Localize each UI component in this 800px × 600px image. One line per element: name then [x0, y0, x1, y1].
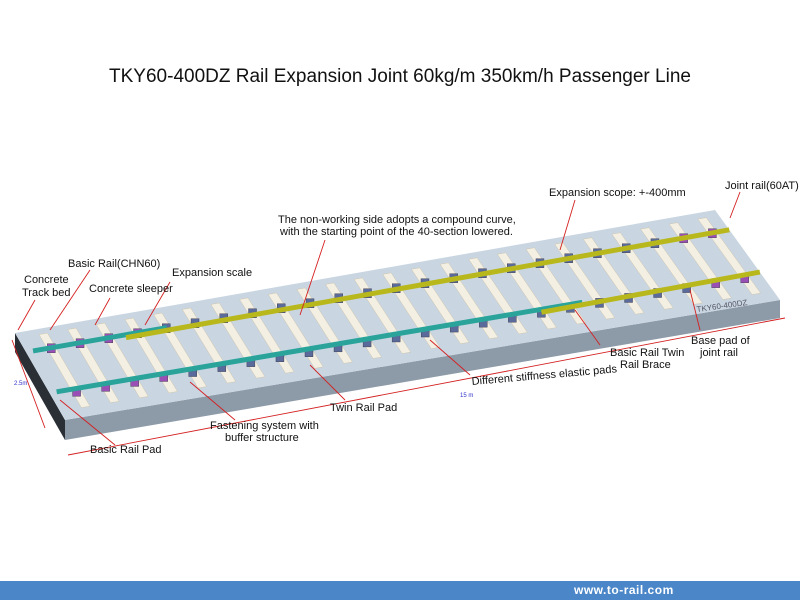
leader-line	[144, 281, 171, 326]
leader-line	[729, 191, 741, 219]
slab-side-face	[15, 333, 65, 440]
leader-line	[17, 299, 36, 331]
diagram-title: TKY60-400DZ Rail Expansion Joint 60kg/m …	[109, 66, 691, 87]
label-elastic-pads: Different stiffness elastic pads	[471, 363, 618, 388]
label-non-working-1: The non-working side adopts a compound c…	[278, 214, 516, 226]
dimension-lines	[11, 317, 786, 456]
front-rail-basic	[56, 299, 583, 395]
footer-bar: www.to-rail.com	[0, 581, 800, 600]
label-base-pad-2: joint rail	[699, 347, 738, 359]
label-non-working-2: with the starting point of the 40-sectio…	[279, 226, 513, 238]
label-twin-brace-2: Rail Brace	[620, 359, 671, 371]
leader-line	[49, 269, 91, 331]
footer-url[interactable]: www.to-rail.com	[574, 583, 674, 597]
rails	[32, 227, 761, 395]
label-joint-rail: Joint rail(60AT)	[725, 180, 799, 192]
label-twin-pad: Twin Rail Pad	[330, 402, 397, 414]
leader-line	[94, 297, 111, 326]
label-expansion-scale: Expansion scale	[172, 267, 252, 279]
width-dim-line	[11, 339, 46, 429]
front-rail-joint	[540, 269, 761, 315]
width-dimension: 2.5m	[14, 381, 27, 387]
leader-line	[299, 239, 326, 316]
slab-front-face	[65, 300, 780, 440]
label-basic-rail: Basic Rail(CHN60)	[68, 258, 160, 270]
back-rail-joint	[125, 227, 730, 341]
label-basic-rail-pad: Basic Rail Pad	[90, 444, 162, 456]
label-expansion-scope: Expansion scope: +-400mm	[549, 187, 686, 199]
leader-line	[574, 309, 601, 346]
length-dim-line	[67, 317, 786, 456]
leader-line	[429, 339, 471, 376]
leader-line	[309, 364, 346, 401]
leader-line	[59, 399, 116, 446]
label-sleeper: Concrete sleeper	[89, 283, 173, 295]
length-dimension: 15 m	[460, 393, 473, 399]
leader-line	[559, 199, 576, 251]
leader-lines	[17, 191, 741, 446]
label-fastening-2: buffer structure	[225, 432, 299, 444]
rail-expansion-joint-diagram: Concrete Track bed Basic Rail(CHN60) Con…	[11, 180, 799, 456]
back-rail-basic	[32, 325, 168, 354]
label-track-bed-1: Concrete	[24, 274, 69, 286]
label-track-bed-2: Track bed	[22, 287, 71, 299]
label-twin-brace-1: Basic Rail Twin	[610, 347, 684, 359]
leader-line	[189, 381, 236, 421]
label-base-pad-1: Base pad of	[691, 335, 751, 347]
leader-line	[689, 289, 701, 331]
label-fastening-1: Fastening system with	[210, 420, 319, 432]
